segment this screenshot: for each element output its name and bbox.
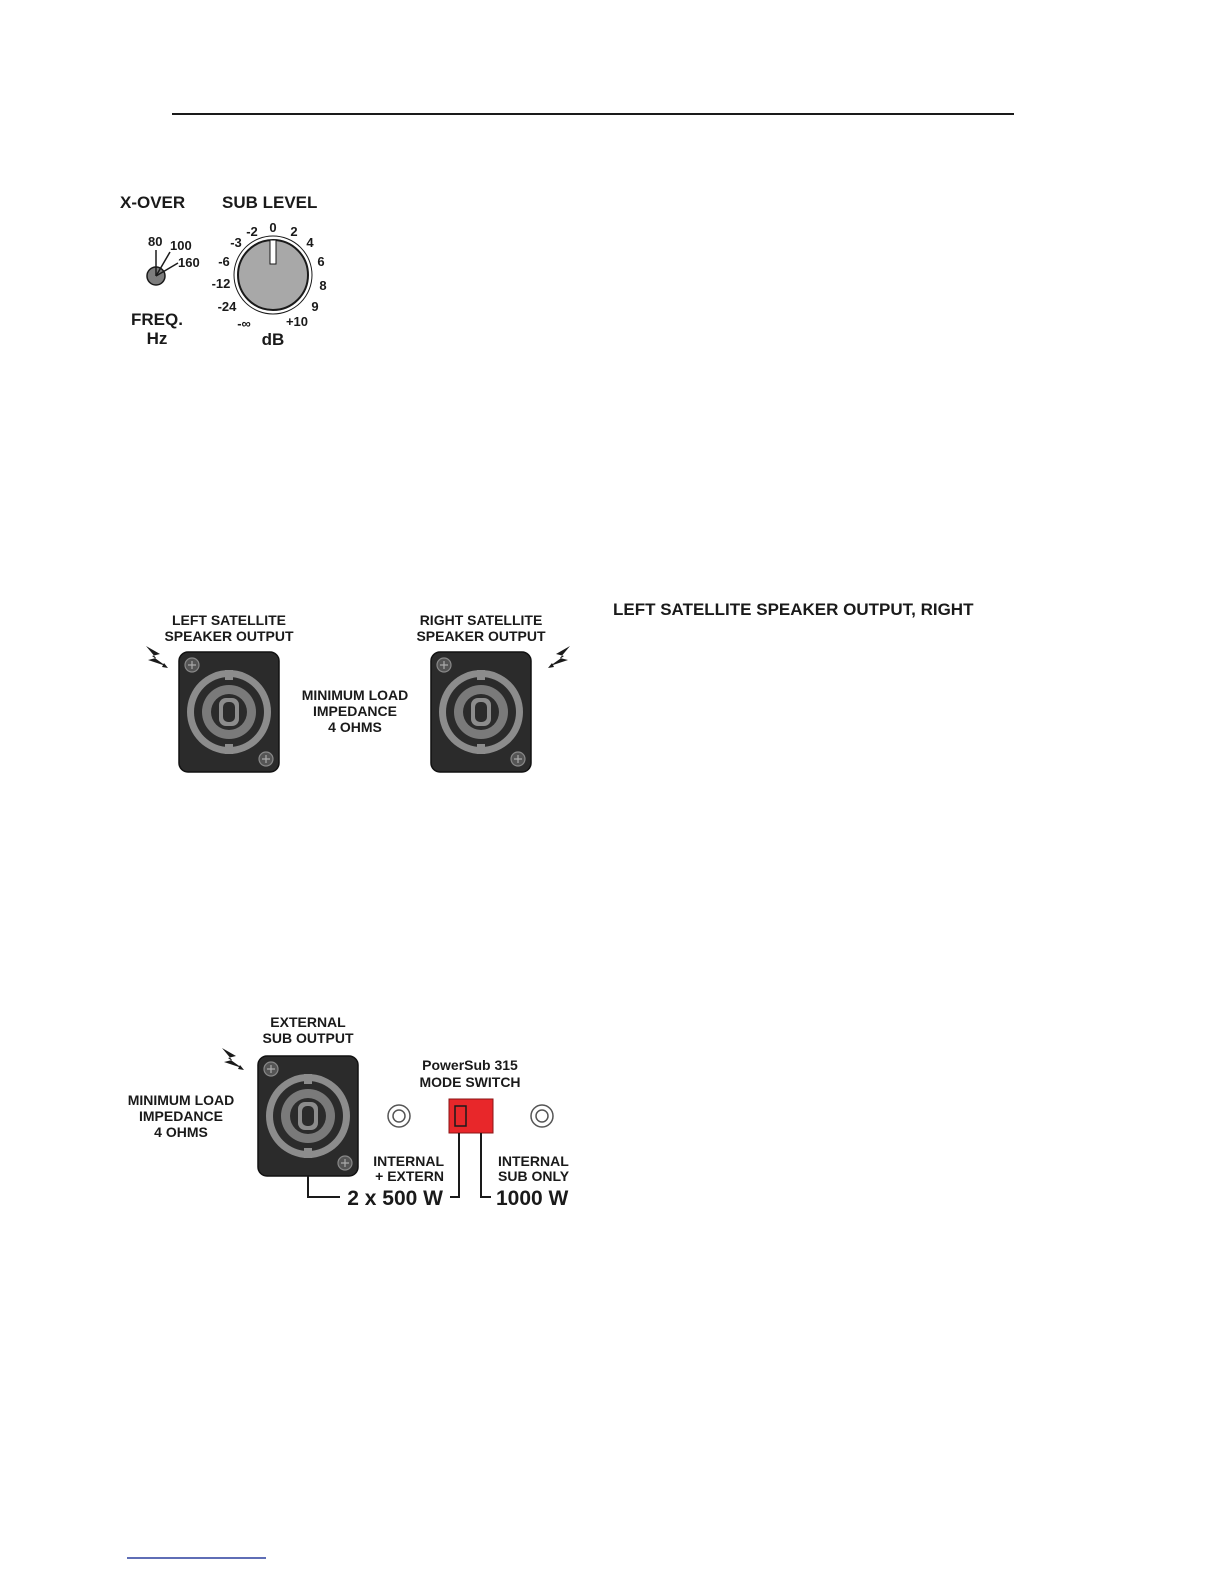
freq-option-80: 80 (148, 234, 162, 249)
sublevel-heading: SUB LEVEL (222, 193, 317, 212)
mode-switch-title-line2: MODE SWITCH (419, 1074, 520, 1090)
sub-level-knob[interactable] (233, 235, 313, 315)
external-sub-label-line1: EXTERNAL (270, 1014, 346, 1030)
wattage-internal-extern: 2 x 500 W (347, 1187, 443, 1210)
external-load-line3: 4 OHMS (154, 1124, 208, 1140)
option-b-line1: INTERNAL (498, 1153, 569, 1169)
freq-label: FREQ. (131, 310, 183, 329)
xover-heading: X-OVER (120, 193, 185, 212)
mode-switch[interactable] (448, 1098, 494, 1134)
level-tick-minus-6: -6 (218, 254, 230, 269)
satellite-output-heading: LEFT SATELLITE SPEAKER OUTPUT, RIGHT (613, 600, 974, 619)
satellite-load-line3: 4 OHMS (328, 719, 382, 735)
option-a-line1: INTERNAL (373, 1153, 444, 1169)
right-satellite-label-line2: SPEAKER OUTPUT (416, 628, 546, 644)
level-unit: dB (262, 330, 285, 349)
level-tick-8: 8 (319, 278, 326, 293)
right-satellite-label-line1: RIGHT SATELLITE (420, 612, 543, 628)
level-tick-minus-2: -2 (246, 224, 258, 239)
left-satellite-label-line1: LEFT SATELLITE (172, 612, 286, 628)
satellite-panel: LEFT SATELLITE SPEAKER OUTPUT RIGHT SATE… (146, 612, 570, 773)
freq-option-100: 100 (170, 238, 192, 253)
option-b-line2: SUB ONLY (498, 1168, 570, 1184)
option-a-line2: + EXTERN (375, 1168, 444, 1184)
freq-option-160: 160 (178, 255, 200, 270)
satellite-load-line2: IMPEDANCE (313, 703, 397, 719)
external-sub-jack[interactable] (257, 1055, 359, 1177)
frequency-pointer-100 (155, 251, 171, 277)
led-internal-extern-icon (387, 1104, 411, 1128)
level-tick-minus-24: -24 (218, 299, 238, 314)
left-warning-bolt-icon (146, 646, 168, 668)
leader-line-internal-sub (480, 1133, 491, 1198)
level-tick-minus-12: -12 (212, 276, 231, 291)
external-sub-label-line2: SUB OUTPUT (263, 1030, 354, 1046)
crossover-panel: X-OVER SUB LEVEL 80 100 160 FREQ. Hz -∞ … (120, 193, 327, 349)
level-tick-minus-3: -3 (230, 235, 242, 250)
level-tick-9: 9 (311, 299, 318, 314)
wattage-internal-sub-only: 1000 W (496, 1187, 569, 1210)
led-internal-sub-only-icon (530, 1104, 554, 1128)
level-tick-4: 4 (306, 235, 314, 250)
knob-indicator (269, 239, 277, 265)
external-load-line2: IMPEDANCE (139, 1108, 223, 1124)
freq-unit: Hz (147, 329, 168, 348)
satellite-load-line1: MINIMUM LOAD (302, 687, 409, 703)
left-satellite-jack[interactable] (178, 651, 280, 773)
frequency-pointer-160 (155, 262, 179, 277)
level-tick-6: 6 (317, 254, 324, 269)
leader-line-internal-extern (450, 1133, 460, 1198)
level-tick-0: 0 (269, 220, 276, 235)
right-warning-bolt-icon (548, 646, 570, 668)
mode-switch-lever (454, 1105, 467, 1127)
external-warning-bolt-icon (222, 1048, 244, 1070)
mode-switch-title-line1: PowerSub 315 (422, 1057, 518, 1073)
frequency-selector[interactable] (146, 250, 179, 286)
external-load-line1: MINIMUM LOAD (128, 1092, 235, 1108)
leader-line-jack (307, 1176, 340, 1198)
level-tick-2: 2 (290, 224, 297, 239)
left-satellite-label-line2: SPEAKER OUTPUT (164, 628, 294, 644)
level-tick-plus-10: +10 (286, 314, 308, 329)
level-tick-minus-inf: -∞ (237, 316, 251, 331)
right-satellite-jack[interactable] (430, 651, 532, 773)
external-panel: EXTERNAL SUB OUTPUT MINIMUM LOAD IMPEDAN… (128, 1014, 570, 1210)
